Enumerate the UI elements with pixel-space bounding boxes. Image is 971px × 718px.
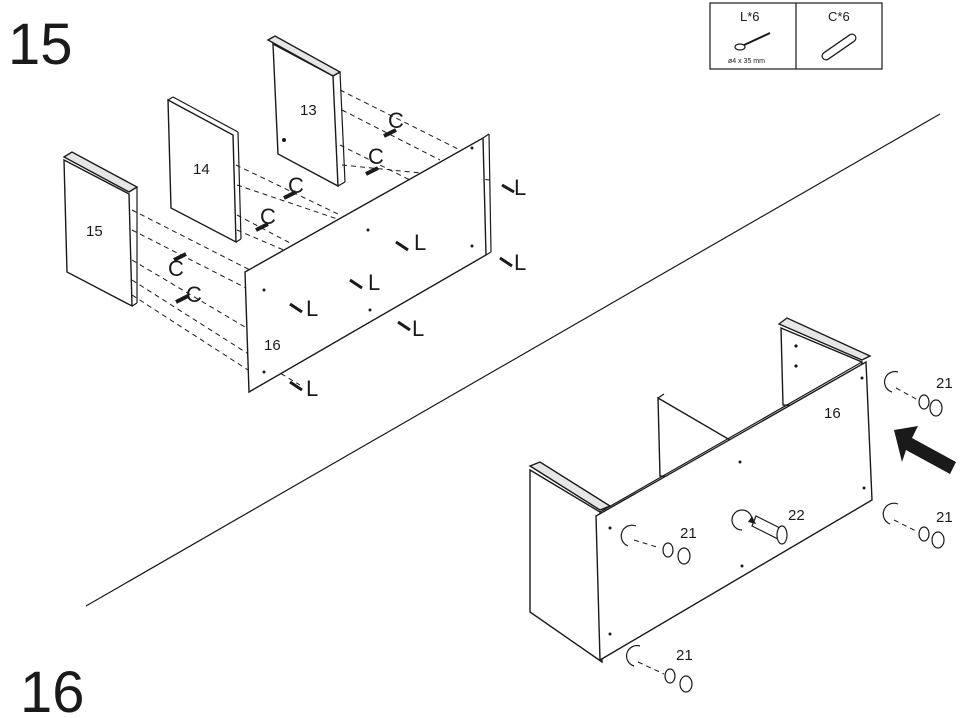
- cabinet-assembled: 16: [528, 317, 873, 664]
- screw-label: L: [514, 250, 526, 275]
- panel-15: 15: [62, 151, 139, 308]
- panel-16-label: 16: [264, 337, 281, 354]
- screw-label: L: [306, 376, 318, 401]
- dowels-15: C C C C C C: [168, 108, 404, 307]
- direction-arrow: [894, 426, 956, 474]
- panel-13-label: 13: [300, 102, 317, 119]
- screw-label: L: [368, 270, 380, 295]
- hardware-legend: L*6 ø4 x 35 mm C*6: [709, 2, 883, 70]
- knob-21-label: 21: [680, 525, 697, 542]
- screw-icon: [734, 32, 771, 51]
- screw-icon: L: [349, 270, 380, 295]
- dowel-icon: C: [365, 144, 384, 176]
- dowel-label: C: [260, 204, 276, 229]
- dowel-icon: C: [175, 282, 202, 307]
- screw-icon: L: [289, 296, 318, 321]
- dowel-icon: [821, 33, 857, 61]
- dowel-icon: C: [283, 173, 304, 200]
- knob-21-left: 21: [620, 524, 697, 565]
- screw-label: L: [412, 316, 424, 341]
- screw-icon: L: [499, 250, 526, 275]
- screw-label: L: [414, 230, 426, 255]
- screws-15: L L L L L L L: [289, 175, 526, 401]
- dowel-icon: C: [255, 204, 276, 232]
- panel-14-label: 14: [193, 161, 210, 178]
- knob-21-mid-right: 21: [882, 502, 953, 549]
- knob-22: 22: [731, 507, 805, 545]
- dowel-label: C: [186, 282, 202, 307]
- screw-icon: L: [395, 230, 426, 255]
- dowel-label: C: [388, 108, 404, 133]
- panel-14: 14: [167, 96, 242, 244]
- screw-icon: L: [501, 175, 526, 200]
- screw-icon: L: [289, 376, 318, 401]
- panel-16: 16: [244, 133, 492, 394]
- knob-21-bottom: 21: [625, 644, 693, 693]
- knob-21-label: 21: [676, 647, 693, 664]
- knob-21-label: 21: [936, 509, 953, 526]
- step-number-15: 15: [8, 12, 73, 77]
- legend-screw-code: L*6: [740, 9, 760, 24]
- panel-13: 13: [266, 35, 346, 188]
- knob-22-label: 22: [788, 507, 805, 524]
- step-number-16: 16: [20, 660, 85, 718]
- screw-icon: L: [397, 316, 424, 341]
- knob-21-top-right: 21: [883, 370, 953, 417]
- dowel-label: C: [288, 173, 304, 198]
- dowel-icon: C: [383, 108, 404, 138]
- knob-21-label: 21: [936, 375, 953, 392]
- step-separator-line: [85, 113, 941, 607]
- legend-dowel-code: C*6: [828, 9, 850, 24]
- legend-screw-size: ø4 x 35 mm: [728, 58, 765, 65]
- panel-15-label: 15: [86, 223, 103, 240]
- screw-label: L: [306, 296, 318, 321]
- dowel-label: C: [368, 144, 384, 169]
- dowel-icon: C: [168, 252, 187, 281]
- dowel-label: C: [168, 256, 184, 281]
- screw-label: L: [514, 175, 526, 200]
- panel-16-b-label: 16: [824, 405, 841, 422]
